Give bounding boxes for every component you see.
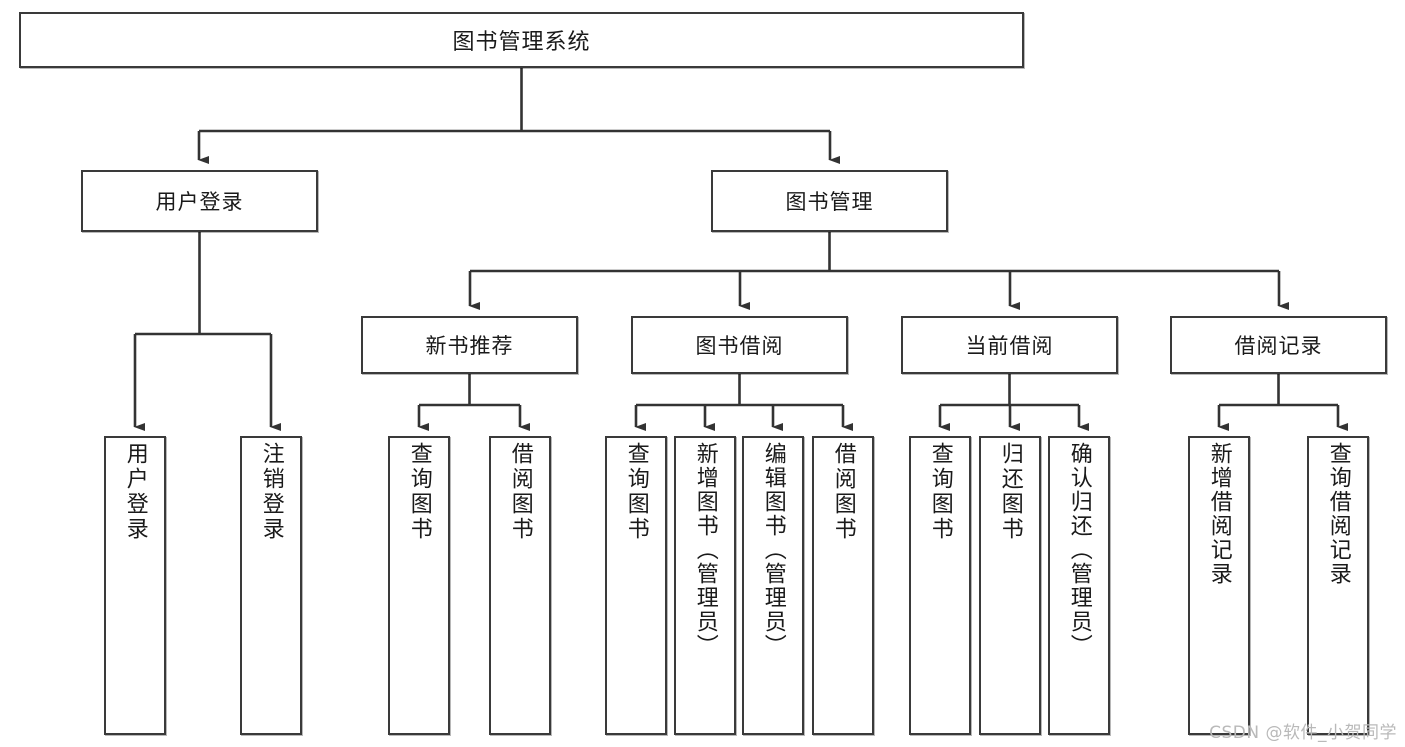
node-book-manage[interactable]: 图书管理 [711, 170, 948, 232]
leaf-query-book-new-rec[interactable]: 查询图书 [388, 436, 450, 735]
node-label: 注销登录 [258, 442, 284, 542]
node-label: 查询借阅记录 [1325, 442, 1351, 586]
node-label: 编辑图书（管理员） [760, 442, 786, 658]
node-label: 借阅图书 [830, 442, 856, 542]
node-label: 图书管理系统 [452, 30, 591, 55]
node-root-book-management-system[interactable]: 图书管理系统 [19, 12, 1024, 68]
node-label: 图书管理 [785, 190, 874, 214]
node-label: 新增图书（管理员） [692, 442, 718, 658]
node-label: 用户登录 [122, 442, 148, 542]
node-user-login[interactable]: 用户登录 [81, 170, 318, 232]
node-borrow-record[interactable]: 借阅记录 [1170, 316, 1387, 374]
node-label: 用户登录 [155, 190, 244, 214]
leaf-return-book[interactable]: 归还图书 [979, 436, 1041, 735]
node-label: 借阅记录 [1234, 334, 1323, 358]
node-label: 图书借阅 [695, 334, 784, 358]
node-label: 确认归还（管理员） [1066, 442, 1092, 658]
node-book-borrow[interactable]: 图书借阅 [631, 316, 848, 374]
leaf-logout-login[interactable]: 注销登录 [240, 436, 302, 735]
node-label: 查询图书 [406, 442, 432, 542]
csdn-watermark: CSDN @软件_小贺同学 [1209, 723, 1397, 743]
node-current-borrow[interactable]: 当前借阅 [901, 316, 1118, 374]
node-label: 新书推荐 [425, 334, 514, 358]
leaf-add-borrow-record[interactable]: 新增借阅记录 [1188, 436, 1250, 735]
leaf-add-book-admin[interactable]: 新增图书（管理员） [674, 436, 736, 735]
node-label: 新增借阅记录 [1206, 442, 1232, 586]
leaf-query-borrow-record[interactable]: 查询借阅记录 [1307, 436, 1369, 735]
leaf-query-book-current[interactable]: 查询图书 [909, 436, 971, 735]
node-label: 借阅图书 [507, 442, 533, 542]
leaf-edit-book-admin[interactable]: 编辑图书（管理员） [742, 436, 804, 735]
leaf-borrow-book-new-rec[interactable]: 借阅图书 [489, 436, 551, 735]
leaf-confirm-return-admin[interactable]: 确认归还（管理员） [1048, 436, 1110, 735]
leaf-borrow-book[interactable]: 借阅图书 [812, 436, 874, 735]
node-label: 当前借阅 [965, 334, 1054, 358]
leaf-user-login[interactable]: 用户登录 [104, 436, 166, 735]
leaf-query-book-borrow[interactable]: 查询图书 [605, 436, 667, 735]
node-label: 归还图书 [997, 442, 1023, 542]
node-label: 查询图书 [623, 442, 649, 542]
node-label: 查询图书 [927, 442, 953, 542]
node-new-book-recommendation[interactable]: 新书推荐 [361, 316, 578, 374]
